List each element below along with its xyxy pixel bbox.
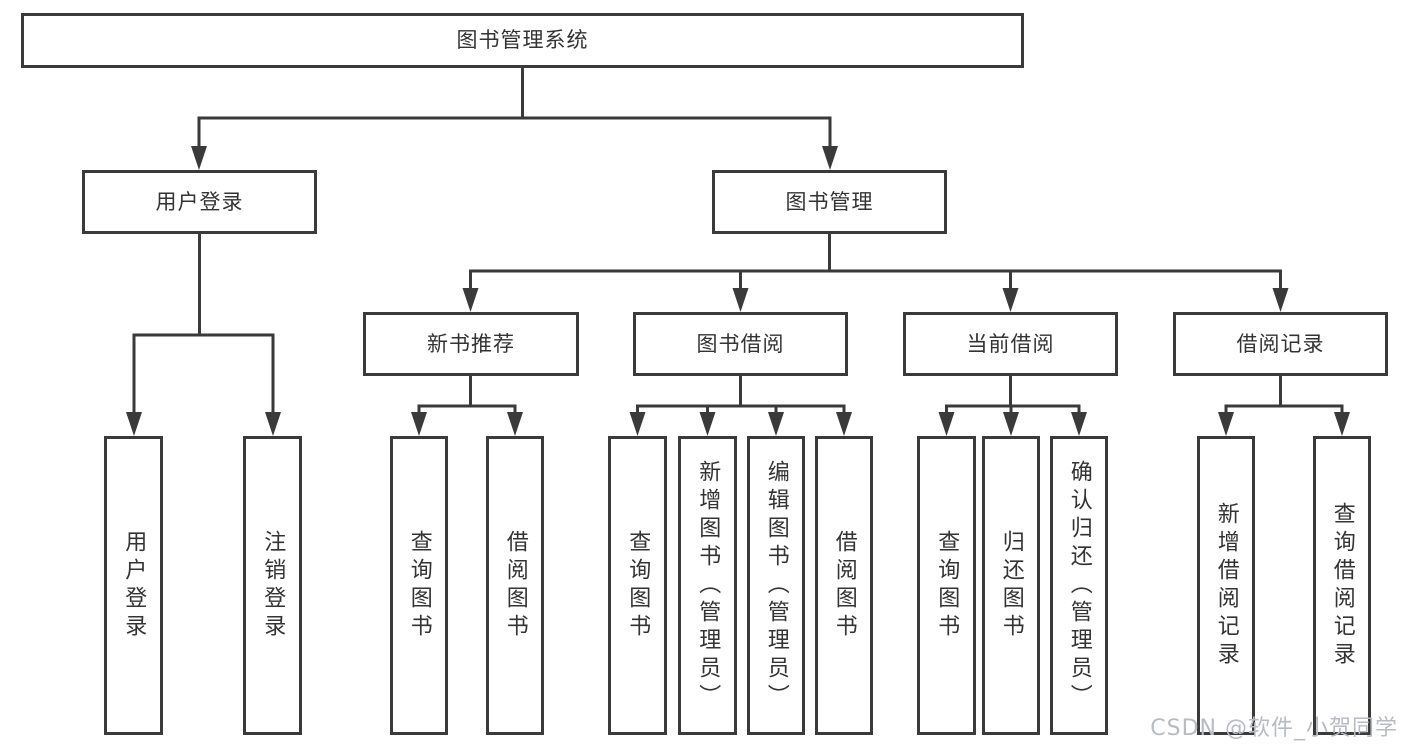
connector-user-login-children — [126, 234, 281, 436]
leaf-return-books: 归还图书 — [982, 436, 1040, 735]
leaf-borrow-books-1: 借阅图书 — [486, 436, 544, 735]
leaf-query-books-2: 查询图书 — [608, 436, 667, 735]
leaf-logout: 注销登录 — [243, 436, 302, 735]
node-current-borrow: 当前借阅 — [903, 312, 1118, 376]
node-borrow-records: 借阅记录 — [1173, 312, 1388, 376]
node-book-management: 图书管理 — [712, 170, 947, 234]
connector-book-borrow-children — [629, 376, 852, 436]
connector-new-book-children — [411, 376, 523, 436]
leaf-user-login: 用户登录 — [104, 436, 163, 735]
leaf-query-books-1: 查询图书 — [390, 436, 448, 735]
leaf-query-borrow-record: 查询借阅记录 — [1313, 436, 1371, 735]
connector-borrow-records-children — [1218, 376, 1350, 436]
leaf-add-books-admin: 新增图书（管理员） — [678, 436, 737, 735]
node-user-login: 用户登录 — [82, 170, 317, 234]
node-new-book-recommend: 新书推荐 — [363, 312, 579, 376]
leaf-add-borrow-record: 新增借阅记录 — [1197, 436, 1255, 735]
leaf-query-books-3: 查询图书 — [917, 436, 976, 735]
csdn-watermark: CSDN @软件_小贺同学 — [1150, 716, 1398, 741]
connector-book-management-children — [462, 234, 1289, 312]
connector-current-borrow-children — [938, 376, 1087, 436]
node-root: 图书管理系统 — [21, 13, 1024, 68]
leaf-confirm-return-admin: 确认归还（管理员） — [1050, 436, 1108, 735]
node-book-borrow: 图书借阅 — [633, 312, 848, 376]
leaf-borrow-books-2: 借阅图书 — [815, 436, 873, 735]
connector-root-to-level2 — [191, 67, 838, 170]
leaf-edit-books-admin: 编辑图书（管理员） — [747, 436, 805, 735]
